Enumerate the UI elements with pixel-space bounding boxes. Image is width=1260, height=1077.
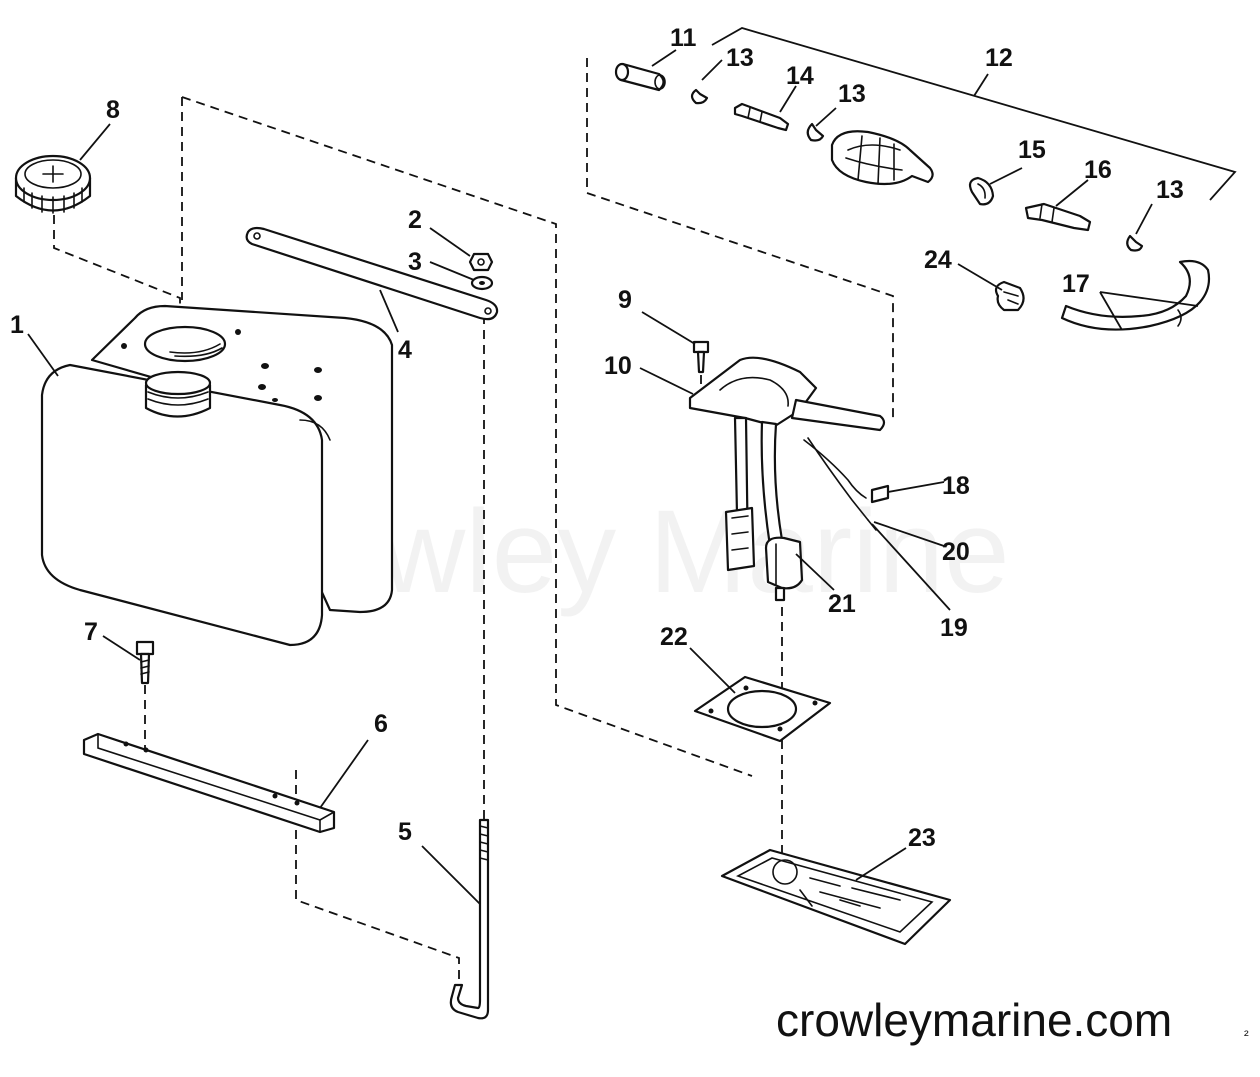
- callout-11: 11: [670, 24, 697, 52]
- website-label: crowleymarine.com: [776, 994, 1172, 1046]
- callout-3: 3: [408, 248, 422, 276]
- nut-and-washer: [468, 252, 494, 291]
- callout-9: 9: [618, 286, 632, 314]
- callout-4: 4: [398, 336, 412, 364]
- fuel-pickup: [688, 356, 890, 602]
- callout-14: 14: [786, 62, 814, 90]
- callout-12: 12: [985, 44, 1013, 72]
- callout-18: 18: [942, 472, 970, 500]
- pickup-screw: [692, 340, 710, 374]
- callout-19: 19: [940, 614, 968, 642]
- callout-21: 21: [828, 590, 856, 618]
- callout-10: 10: [604, 352, 632, 380]
- leader-lines: [27, 27, 1237, 905]
- callout-6: 6: [374, 710, 388, 738]
- callout-24: 24: [924, 246, 952, 274]
- fuel-hose: [1060, 259, 1211, 331]
- callout-5: 5: [398, 818, 412, 846]
- tank-strap: [245, 226, 499, 321]
- callout-15: 15: [1018, 136, 1046, 164]
- callout-1: 1: [10, 311, 24, 339]
- corner-mark: ²: [1244, 1027, 1249, 1043]
- fuel-tank: [40, 304, 394, 647]
- tie-rod: [449, 818, 490, 1020]
- gasket: [693, 675, 832, 743]
- callout-13c: 13: [1156, 176, 1184, 204]
- callout-23: 23: [908, 824, 936, 852]
- assembly-dashed-lines: [53, 58, 894, 990]
- mounting-bracket: [82, 732, 336, 834]
- filter-screen: [720, 848, 952, 946]
- fuel-cap: [14, 154, 92, 214]
- callout-labels: 1 2 3 4 5 6 7 8 9 10 11 12 13 13 13 14 1…: [10, 24, 1184, 852]
- fuel-hose-kit: [614, 62, 1144, 252]
- callout-13a: 13: [726, 44, 754, 72]
- callout-13b: 13: [838, 80, 866, 108]
- callout-2: 2: [408, 206, 422, 234]
- bracket-bolt: [135, 640, 155, 685]
- callout-8: 8: [106, 96, 120, 124]
- hose-clamp: [994, 280, 1025, 312]
- callout-20: 20: [942, 538, 970, 566]
- callout-16: 16: [1084, 156, 1112, 184]
- callout-17: 17: [1062, 270, 1090, 298]
- callout-7: 7: [84, 618, 98, 646]
- callout-22: 22: [660, 623, 688, 651]
